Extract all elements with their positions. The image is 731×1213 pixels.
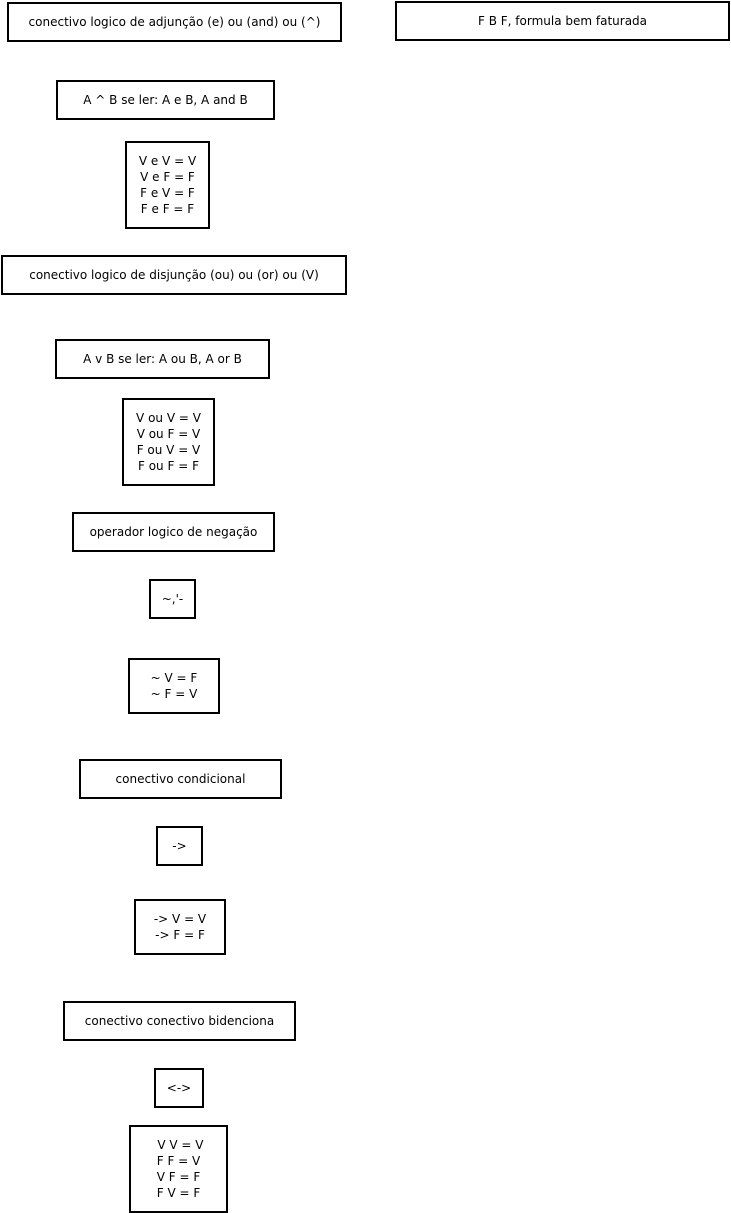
truth-row: V ou F = V xyxy=(136,427,201,441)
disjuncao-truth-table: V ou V = V V ou F = V F ou V = V F ou F … xyxy=(122,398,215,486)
truth-row: ~ F = V xyxy=(150,687,198,701)
truth-row: V ou V = V xyxy=(136,411,201,425)
bicondicional-symbol-text: <-> xyxy=(166,1081,192,1095)
truth-row: V V = V xyxy=(153,1138,204,1152)
disjuncao-title-text: conectivo logico de disjunção (ou) ou (o… xyxy=(29,268,319,282)
truth-row: V F = F xyxy=(156,1170,201,1184)
condicional-symbol-text: -> xyxy=(172,839,187,853)
negacao-truth-table: ~ V = F ~ F = V xyxy=(128,658,220,714)
truth-row: F ou V = V xyxy=(136,443,201,457)
condicional-symbol-box: -> xyxy=(156,826,203,866)
disjuncao-read-box: A v B se ler: A ou B, A or B xyxy=(55,339,270,379)
bicondicional-truth-table: V V = V F F = V V F = F F V = F xyxy=(129,1125,228,1213)
adjuncao-read-box: A ^ B se ler: A e B, A and B xyxy=(56,80,275,120)
negacao-symbols-text: ~,'- xyxy=(161,592,184,606)
truth-row: -> F = F xyxy=(155,928,205,942)
negacao-title-box: operador logico de negação xyxy=(72,512,275,552)
adjuncao-read-text: A ^ B se ler: A e B, A and B xyxy=(83,93,248,107)
truth-row: F V = F xyxy=(156,1186,201,1200)
adjuncao-truth-table: V e V = V V e F = F F e V = F F e F = F xyxy=(125,141,210,229)
fbf-box: F B F, formula bem faturada xyxy=(395,1,730,41)
truth-row: F F = V xyxy=(156,1154,201,1168)
disjuncao-title-box: conectivo logico de disjunção (ou) ou (o… xyxy=(1,255,347,295)
fbf-text: F B F, formula bem faturada xyxy=(477,14,648,28)
bicondicional-title-text: conectivo conectivo bidenciona xyxy=(84,1014,275,1028)
condicional-title-box: conectivo condicional xyxy=(79,759,282,799)
condicional-title-text: conectivo condicional xyxy=(115,772,246,786)
bicondicional-title-box: conectivo conectivo bidenciona xyxy=(63,1001,296,1041)
condicional-truth-table: -> V = V -> F = F xyxy=(134,899,226,955)
truth-row: ~ V = F xyxy=(150,671,198,685)
negacao-symbols-box: ~,'- xyxy=(149,579,196,619)
truth-row: F e V = F xyxy=(140,186,195,200)
adjuncao-title-box: conectivo logico de adjunção (e) ou (and… xyxy=(7,2,342,42)
truth-row: F e F = F xyxy=(140,202,195,216)
truth-row: -> V = V xyxy=(153,912,207,926)
disjuncao-read-text: A v B se ler: A ou B, A or B xyxy=(83,352,242,366)
adjuncao-title-text: conectivo logico de adjunção (e) ou (and… xyxy=(28,15,321,29)
truth-row: F ou F = F xyxy=(138,459,199,473)
bicondicional-symbol-box: <-> xyxy=(154,1068,204,1108)
truth-row: V e F = F xyxy=(140,170,195,184)
truth-row: V e V = V xyxy=(138,154,197,168)
negacao-title-text: operador logico de negação xyxy=(89,525,258,539)
